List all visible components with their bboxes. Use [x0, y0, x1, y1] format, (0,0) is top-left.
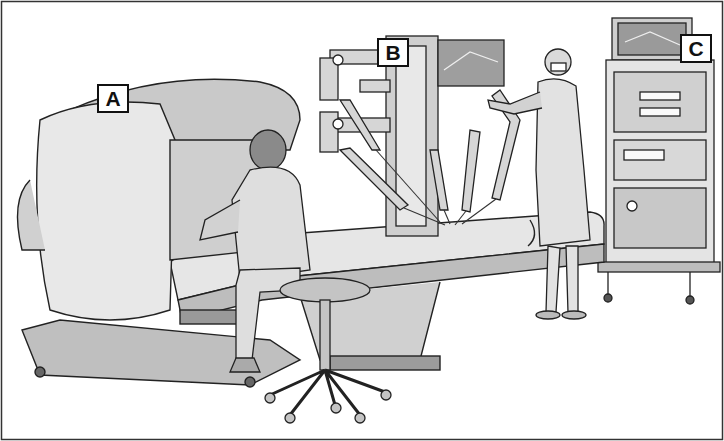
callout-letter: B — [385, 42, 400, 63]
callout-box: C — [680, 34, 712, 63]
callout-box: A — [97, 84, 129, 113]
callout-letter: A — [105, 88, 120, 109]
callout-box: B — [377, 38, 409, 67]
callout-letter: C — [688, 38, 703, 59]
